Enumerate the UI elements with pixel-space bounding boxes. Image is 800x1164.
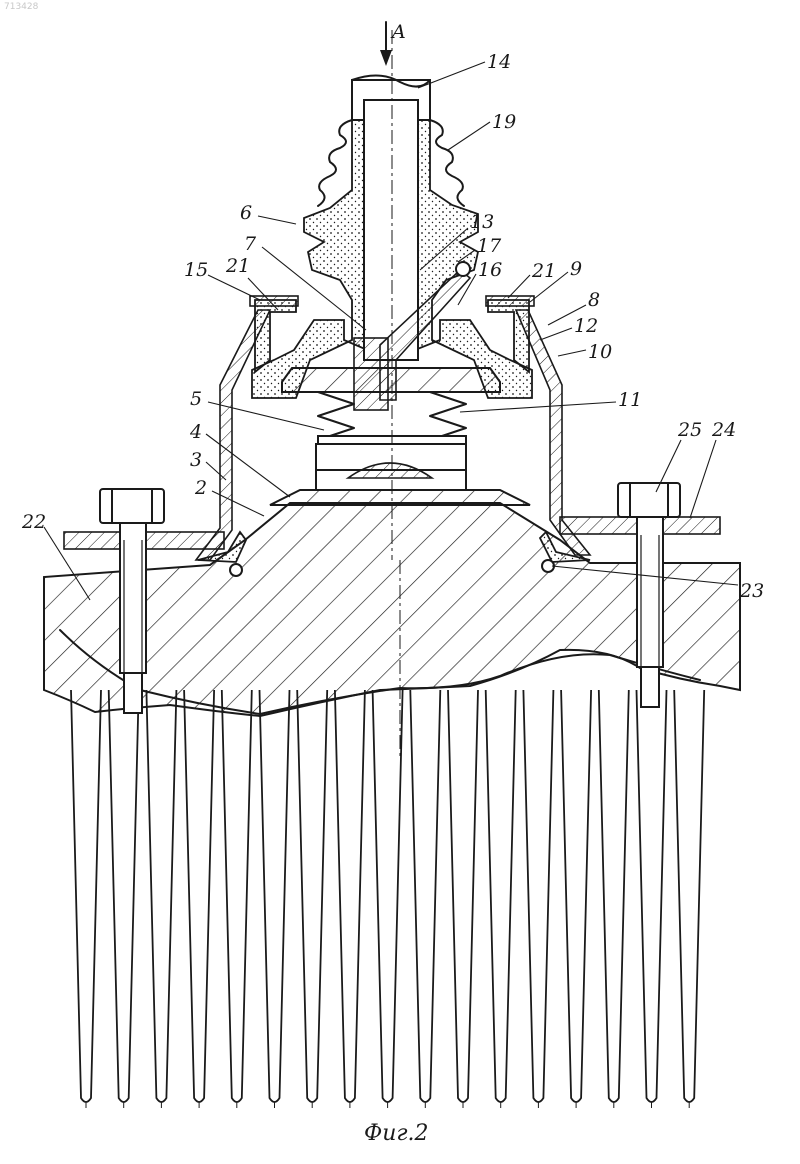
comb-tooth [109,690,139,1102]
label-3: 3 [190,449,202,471]
label-7: 7 [244,233,257,255]
figure-caption: Фиг.2 [364,1121,429,1146]
label-15: 15 [184,259,208,281]
label-13: 13 [470,211,494,233]
label-16: 16 [478,259,502,281]
comb-teeth [71,690,704,1108]
label-4: 4 [189,421,202,443]
arrow-a [380,22,392,66]
label-8: 8 [588,289,600,311]
label-14: 14 [487,51,511,73]
comb-tooth [222,690,252,1102]
label-21-left: 21 [225,255,250,277]
arrow-a-label: A [390,21,406,43]
label-6: 6 [240,202,252,224]
comb-tooth [184,690,214,1102]
label-5: 5 [190,388,202,410]
label-19: 19 [492,111,516,133]
corner-code: 713428 [4,2,39,12]
lever-pivot [456,262,470,276]
label-24: 24 [711,419,736,441]
comb-tooth [637,690,667,1102]
label-11: 11 [618,389,642,411]
comb-tooth [448,690,478,1102]
piston-base [270,490,530,505]
comb-tooth [523,690,553,1102]
label-10: 10 [588,341,612,363]
label-23: 23 [739,580,764,602]
comb-tooth [599,690,629,1102]
comb-tooth [486,690,516,1102]
comb-tooth [297,690,327,1102]
comb-tooth [335,690,365,1102]
label-17: 17 [477,235,502,257]
label-9: 9 [570,258,582,280]
comb-tooth [674,690,704,1102]
seal-ball-left [230,564,242,576]
comb-tooth [146,690,176,1102]
label-21-right: 21 [531,260,556,282]
lip-right [486,296,534,306]
comb-tooth [260,690,290,1102]
comb-tooth [71,690,101,1102]
label-12: 12 [574,315,598,337]
label-2: 2 [194,477,207,499]
label-25: 25 [677,419,702,441]
comb-tooth [561,690,591,1102]
comb-tooth [410,690,440,1102]
label-22: 22 [21,511,46,533]
lip-left [250,296,298,306]
comb-tooth [373,690,403,1102]
